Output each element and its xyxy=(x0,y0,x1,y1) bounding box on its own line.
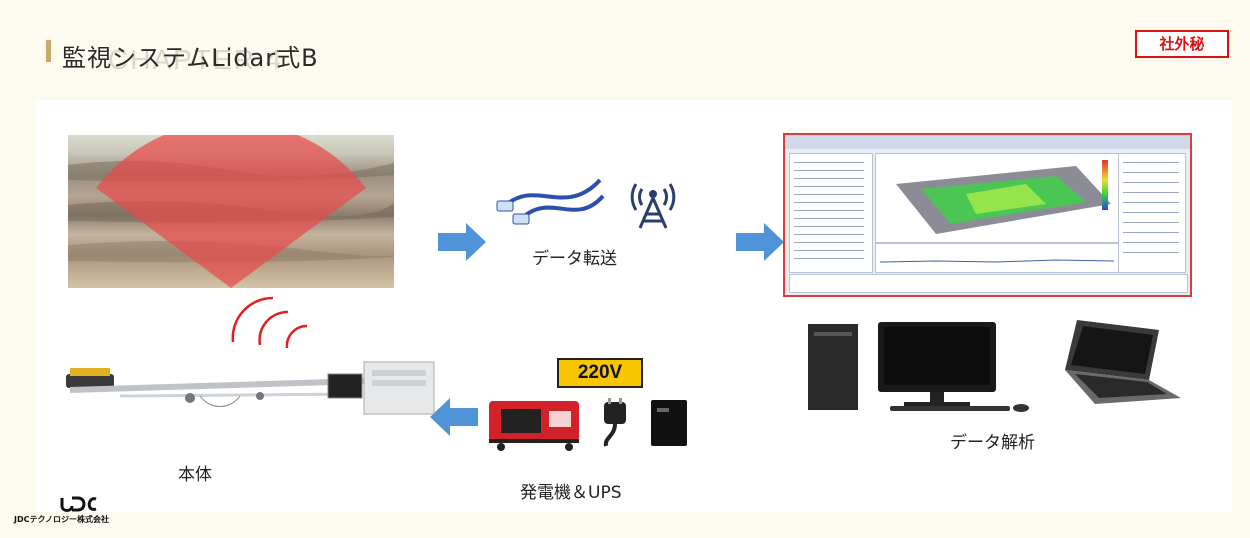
arrow-right-icon-1 xyxy=(438,223,486,261)
main-unit-label: 本体 xyxy=(178,465,212,485)
power-plug-icon xyxy=(603,398,626,447)
company-name: JDCテクノロジー株式会社 xyxy=(14,515,110,524)
desktop-computer-icon xyxy=(808,322,1029,412)
generator-icon xyxy=(489,401,579,451)
voltage-badge: 220V xyxy=(557,358,643,388)
title-accent-bar xyxy=(46,40,51,62)
jdc-logo-icon xyxy=(60,496,97,512)
lan-cable-icon xyxy=(496,178,605,225)
slide-title: 監視システムLidar式B xyxy=(62,44,319,72)
ups-device-icon xyxy=(651,400,687,446)
data-analysis-label: データ解析 xyxy=(950,433,1035,453)
confidential-badge: 社外秘 xyxy=(1135,30,1229,58)
lidar-main-unit-icon xyxy=(66,361,435,415)
data-transfer-label: データ転送 xyxy=(532,249,617,269)
radar-fan xyxy=(96,135,366,288)
wireless-signal-icon xyxy=(231,296,308,348)
mine-site-photo xyxy=(68,135,394,288)
analysis-software-screenshot xyxy=(783,133,1192,297)
chapter-ghost-text: CHAPTER 4 xyxy=(108,44,284,75)
arrow-right-icon-2 xyxy=(736,223,784,261)
generator-ups-label: 発電機＆UPS xyxy=(520,483,622,503)
rugged-laptop-icon xyxy=(1065,320,1181,404)
arrow-left-icon xyxy=(430,398,478,436)
antenna-tower-icon xyxy=(630,183,676,229)
